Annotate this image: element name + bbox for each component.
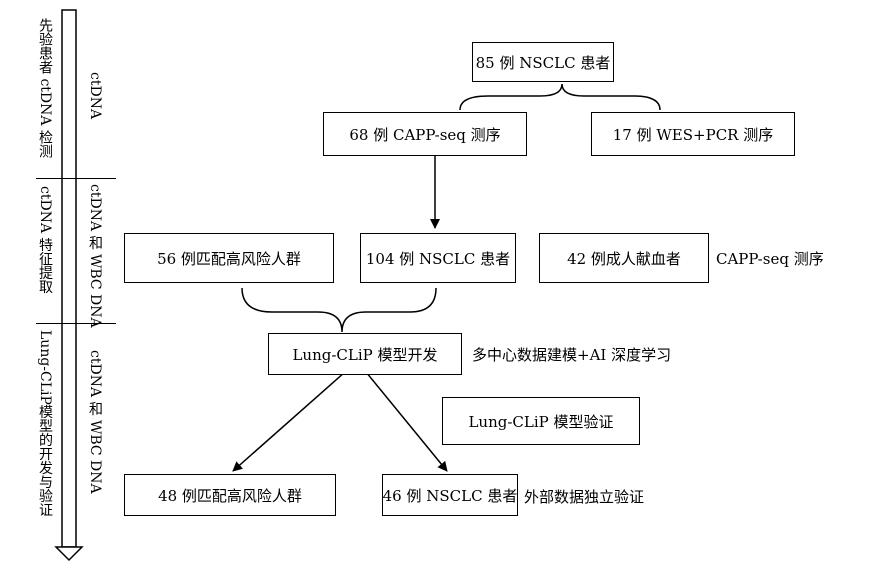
brace-top (459, 83, 661, 111)
section-label-feature-extraction: ctDNA 特征提取 (37, 186, 53, 294)
sample-type-ctdna-wbc-2: ctDNA 和 WBC DNA (87, 350, 103, 494)
box-56-high-risk: 56 例匹配高风险人群 (124, 233, 334, 283)
section-label-model-dev-val: Lung-CLiP模型的开发与验证 (37, 330, 53, 517)
brace-merge (241, 287, 437, 333)
sample-type-ctdna-wbc-1: ctDNA 和 WBC DNA (87, 184, 103, 328)
box-104-nsclc: 104 例 NSCLC 患者 (360, 233, 516, 283)
box-68-capp-seq: 68 例 CAPP-seq 测序 (323, 112, 527, 156)
box-46-nsclc: 46 例 NSCLC 患者 (382, 474, 518, 516)
box-17-wes-pcr: 17 例 WES+PCR 测序 (591, 112, 795, 156)
section-divider-2 (36, 323, 116, 324)
timeline-arrow (54, 9, 84, 562)
box-model-validation: Lung-CLiP 模型验证 (442, 397, 640, 445)
box-model-development: Lung-CLiP 模型开发 (268, 333, 462, 375)
section-label-prior-detection: 先验患者 ctDNA 检测 (37, 18, 53, 158)
arrow-to-46 (365, 371, 448, 472)
sample-type-ctdna: ctDNA (87, 72, 103, 120)
box-42-donors: 42 例成人献血者 (539, 233, 709, 283)
arrow-to-48 (232, 371, 346, 472)
note-capp-seq: CAPP-seq 测序 (716, 250, 824, 268)
box-85-nsclc: 85 例 NSCLC 患者 (472, 42, 614, 82)
note-ai-modeling: 多中心数据建模+AI 深度学习 (472, 346, 672, 364)
note-external-validation: 外部数据独立验证 (524, 488, 645, 506)
section-divider-1 (36, 178, 116, 179)
box-48-high-risk: 48 例匹配高风险人群 (124, 474, 336, 516)
